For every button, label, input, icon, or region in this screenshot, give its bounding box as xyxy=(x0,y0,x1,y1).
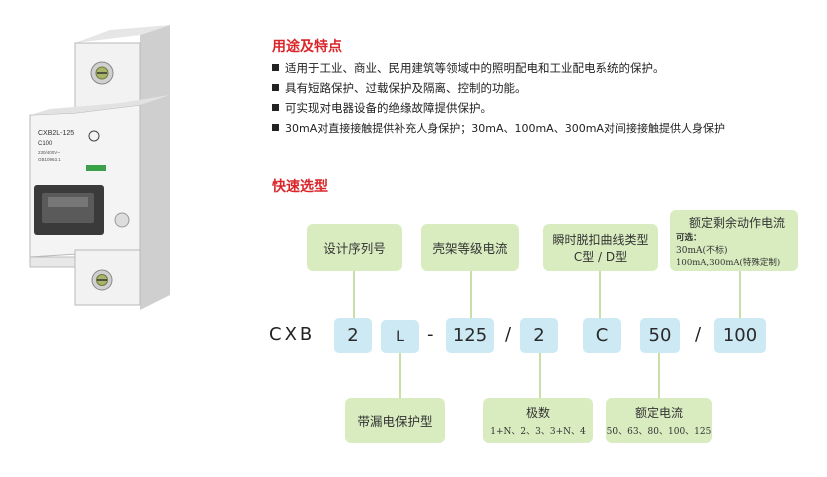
connector-line xyxy=(353,271,355,318)
code-poles: 2 xyxy=(334,318,372,353)
label-leakage-type: 带漏电保护型 xyxy=(345,398,445,443)
feature-item-1: 适用于工业、商业、民用建筑等领域中的照明配电和工业配电系统的保护。 xyxy=(272,60,665,76)
bullet-icon xyxy=(272,104,279,111)
features-title: 用途及特点 xyxy=(272,39,342,55)
connector-line xyxy=(739,271,741,318)
code-frame: 125 xyxy=(446,318,494,353)
circuit-breaker-image: CXB2L-125 C100 230/400V~ GB10963.1 xyxy=(29,25,170,310)
code-curve: C xyxy=(583,318,621,353)
bullet-icon xyxy=(272,84,279,91)
label-pole-count: 极数 1+N、2、3、3+N、4 xyxy=(483,398,593,443)
connector-line xyxy=(399,353,401,398)
label-model: CXB2L-125 xyxy=(38,130,74,137)
code-slash-2: / xyxy=(695,324,702,345)
label-rated-current: 额定电流 50、63、80、100、125 xyxy=(606,398,712,443)
code-type: L xyxy=(381,320,419,353)
label-design-series: 设计序列号 xyxy=(307,224,402,271)
label-residual-current: 额定剩余动作电流 可选： 30mA(不标) 100mA,300mA(特殊定制) xyxy=(670,210,798,271)
code-residual: 100 xyxy=(714,318,766,353)
label-voltage: 230/400V~ xyxy=(38,150,60,155)
selection-title: 快速选型 xyxy=(272,179,328,195)
connector-line xyxy=(658,353,660,398)
connector-line xyxy=(539,353,541,398)
feature-item-4: 30mA对直接接触提供补充人身保护；30mA、100mA、300mA对间接接触提… xyxy=(272,120,725,136)
ccc-icon xyxy=(88,130,100,142)
code-pole-count: 2 xyxy=(520,318,558,353)
label-frame-current: 壳架等级电流 xyxy=(421,224,519,271)
code-slash-1: / xyxy=(505,324,512,345)
product-label: CXB2L-125 C100 230/400V~ GB10963.1 xyxy=(38,130,106,171)
connector-line xyxy=(470,271,472,318)
label-trip-curve: 瞬时脱扣曲线类型 C型 / D型 xyxy=(543,224,658,271)
label-standard: GB10963.1 xyxy=(38,157,61,162)
code-current: 50 xyxy=(640,318,680,353)
feature-item-2: 具有短路保护、过载保护及隔离、控制的功能。 xyxy=(272,80,527,96)
bullet-icon xyxy=(272,124,279,131)
bullet-icon xyxy=(272,64,279,71)
model-prefix: CXB xyxy=(269,324,316,345)
code-dash: - xyxy=(427,324,434,345)
indicator-window xyxy=(86,165,106,171)
feature-item-3: 可实现对电器设备的绝缘故障提供保护。 xyxy=(272,100,492,116)
label-rating: C100 xyxy=(38,141,53,147)
connector-line xyxy=(599,271,601,318)
